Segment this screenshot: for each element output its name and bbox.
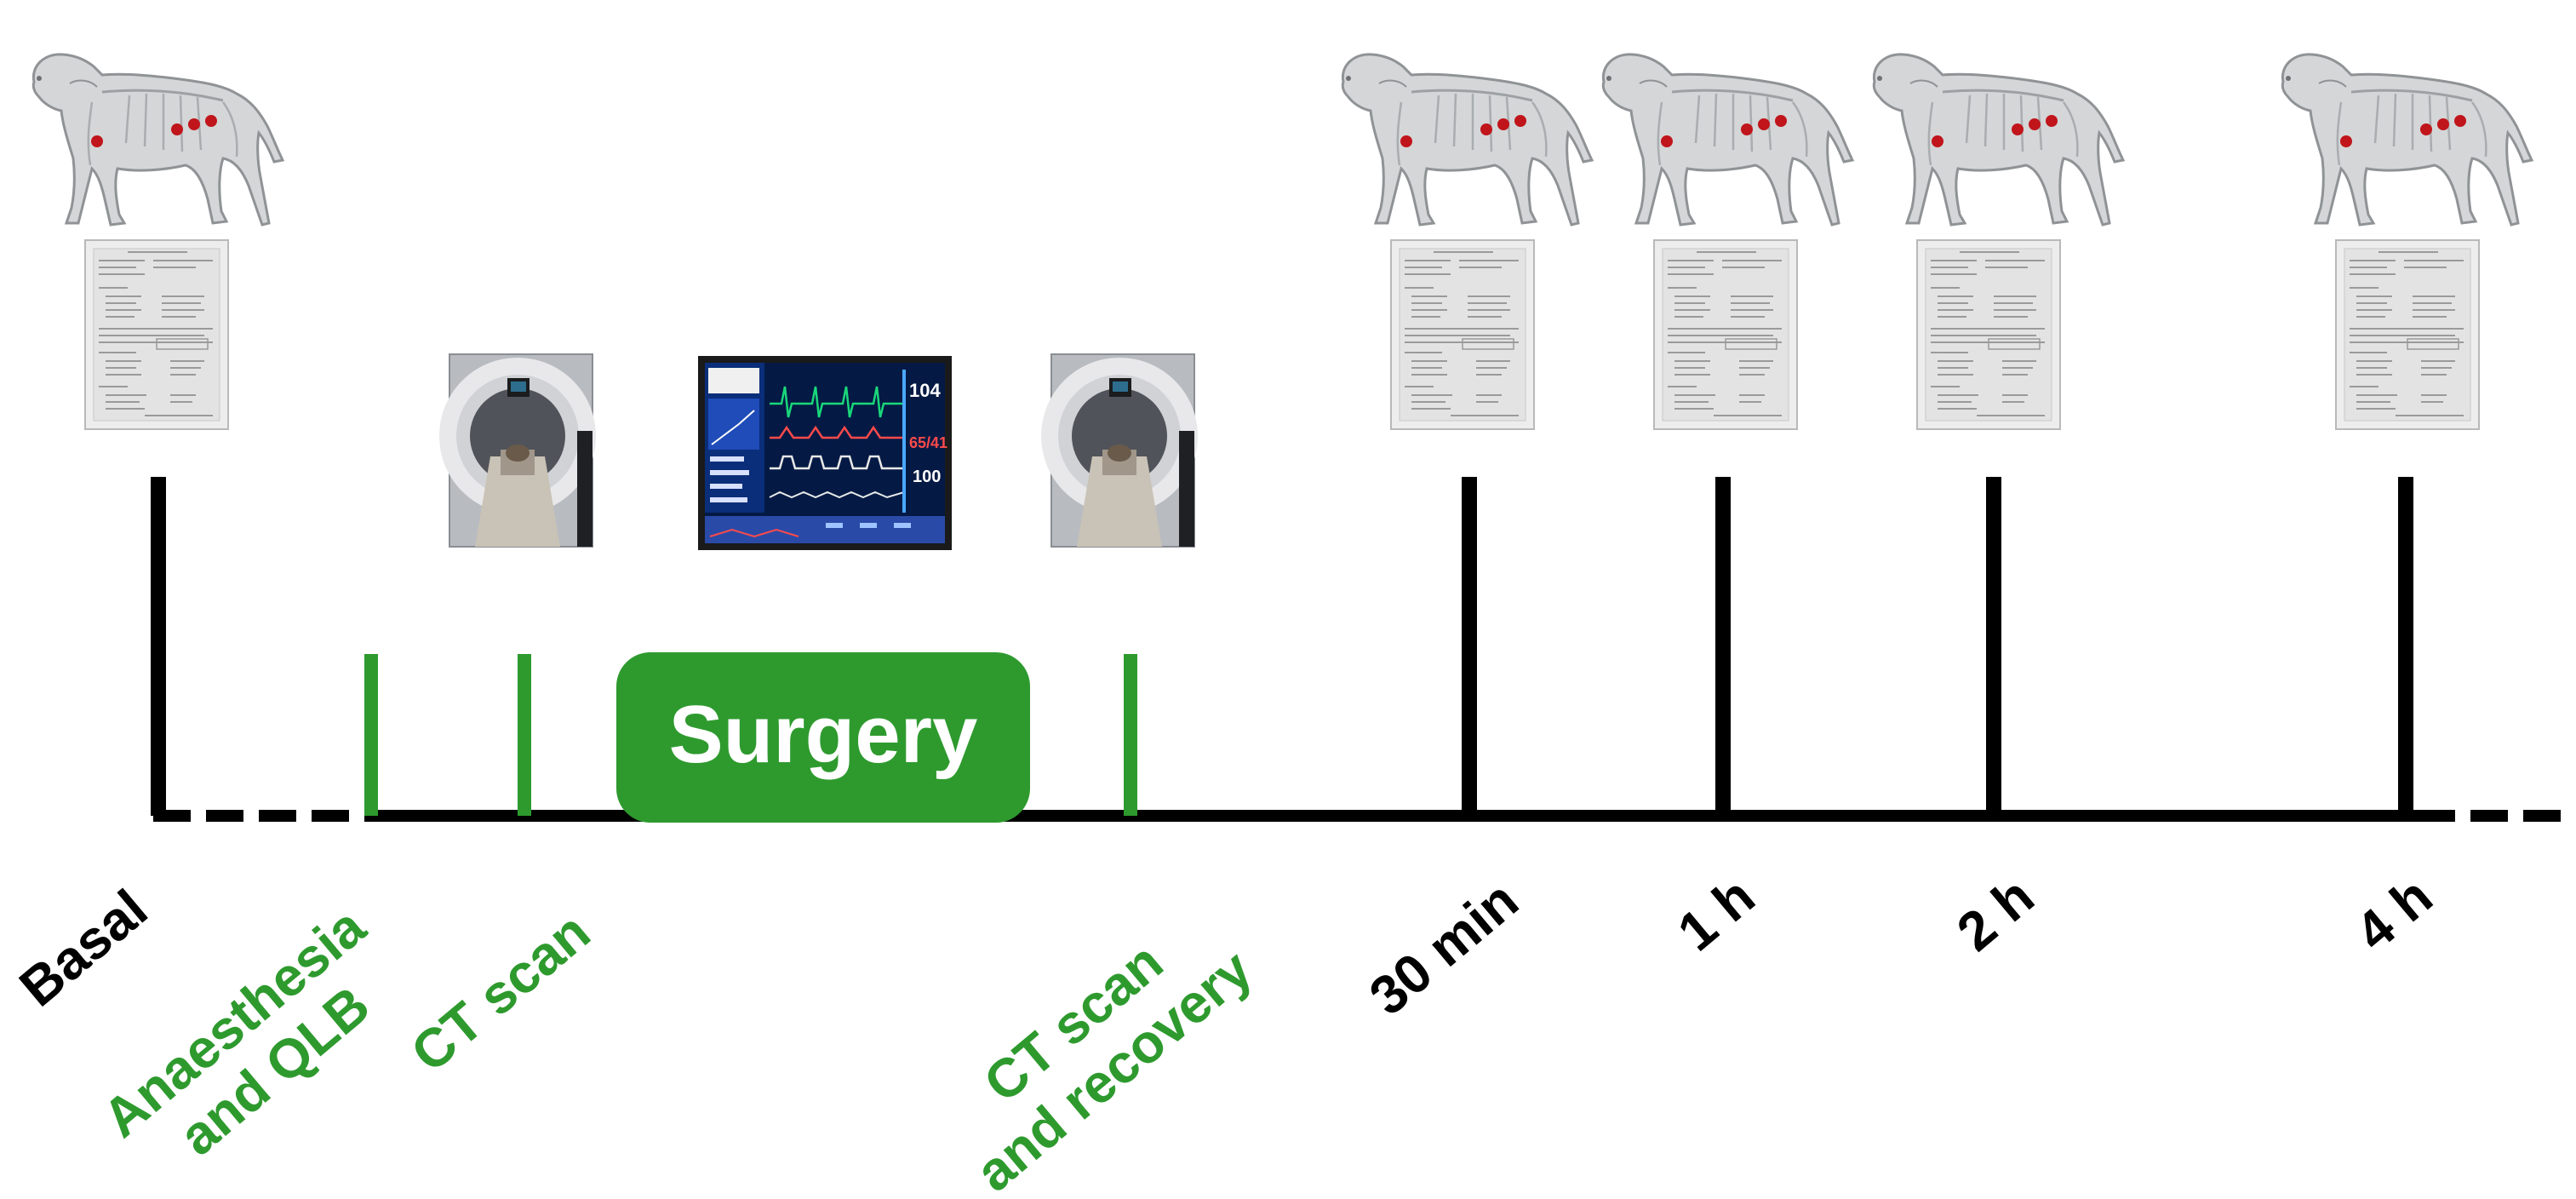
svg-text:1 h: 1 h — [1666, 865, 1766, 963]
illustration-layer: 104 65/41 100 — [31, 53, 2533, 552]
dog-marker-dot — [188, 118, 200, 130]
dog-marker-dot — [1932, 135, 1943, 147]
dog-marker-dot — [91, 135, 103, 147]
label-t4h: 4 h — [2344, 865, 2443, 963]
surgery-box: Surgery — [616, 652, 1030, 823]
label-ct2: CT scanand recovery — [924, 890, 1264, 1199]
svg-text:Anaesthesiaand QLB: Anaesthesiaand QLB — [91, 896, 417, 1197]
pain-scale-form-icon — [2335, 239, 2480, 430]
pain-scale-form-icon — [1916, 239, 2061, 430]
dog-skeleton-icon — [1601, 53, 1854, 227]
ct-scanner-photo — [1040, 353, 1199, 548]
dog-marker-dot — [2420, 123, 2432, 135]
monitor-hr-value: 104 — [909, 380, 941, 401]
monitor-bp-value: 65/41 — [909, 434, 947, 451]
label-anaesthesia: Anaesthesiaand QLB — [91, 896, 417, 1197]
surgery-label: Surgery — [669, 689, 978, 780]
dog-marker-dot — [1775, 115, 1787, 127]
dog-skeleton-icon — [1872, 53, 2125, 227]
label-basal: Basal — [8, 878, 158, 1018]
svg-text:CT scan: CT scan — [399, 901, 601, 1084]
dog-marker-dot — [205, 115, 217, 127]
dog-marker-dot — [1400, 135, 1412, 147]
svg-text:2 h: 2 h — [1945, 865, 2045, 963]
label-t2h: 2 h — [1945, 865, 2045, 963]
pain-scale-form-icon — [84, 239, 229, 430]
dog-marker-dot — [1661, 135, 1673, 147]
dog-marker-dot — [1741, 123, 1753, 135]
dog-marker-dot — [2437, 118, 2449, 130]
dog-marker-dot — [2029, 118, 2041, 130]
label-t30: 30 min — [1358, 869, 1530, 1026]
svg-text:CT scanand recovery: CT scanand recovery — [924, 890, 1263, 1199]
dog-marker-dot — [1758, 118, 1770, 130]
dog-marker-dot — [1497, 118, 1509, 130]
ct-scanner-photo — [438, 353, 597, 548]
dog-skeleton-icon — [31, 53, 284, 227]
dog-marker-dot — [2454, 115, 2466, 127]
dog-marker-dot — [2340, 135, 2352, 147]
dog-marker-dot — [1480, 123, 1492, 135]
dog-marker-dot — [2012, 123, 2024, 135]
pain-scale-form-icon — [1653, 239, 1798, 430]
label-t1h: 1 h — [1666, 865, 1766, 963]
svg-text:30 min: 30 min — [1358, 869, 1530, 1026]
svg-text:4 h: 4 h — [2344, 865, 2443, 963]
dog-marker-dot — [171, 123, 183, 135]
dog-skeleton-icon — [2281, 53, 2533, 227]
monitor-spo2-value: 100 — [913, 468, 941, 486]
pain-scale-form-icon — [1390, 239, 1535, 430]
monitor-readouts: 104 65/41 100 — [909, 380, 947, 486]
dog-marker-dot — [2046, 115, 2058, 127]
dog-marker-dot — [1514, 115, 1526, 127]
label-ct1: CT scan — [399, 901, 601, 1084]
timeline-lines: Surgery — [151, 477, 2562, 823]
dog-skeleton-icon — [1341, 53, 1594, 227]
svg-text:Basal: Basal — [8, 878, 158, 1018]
